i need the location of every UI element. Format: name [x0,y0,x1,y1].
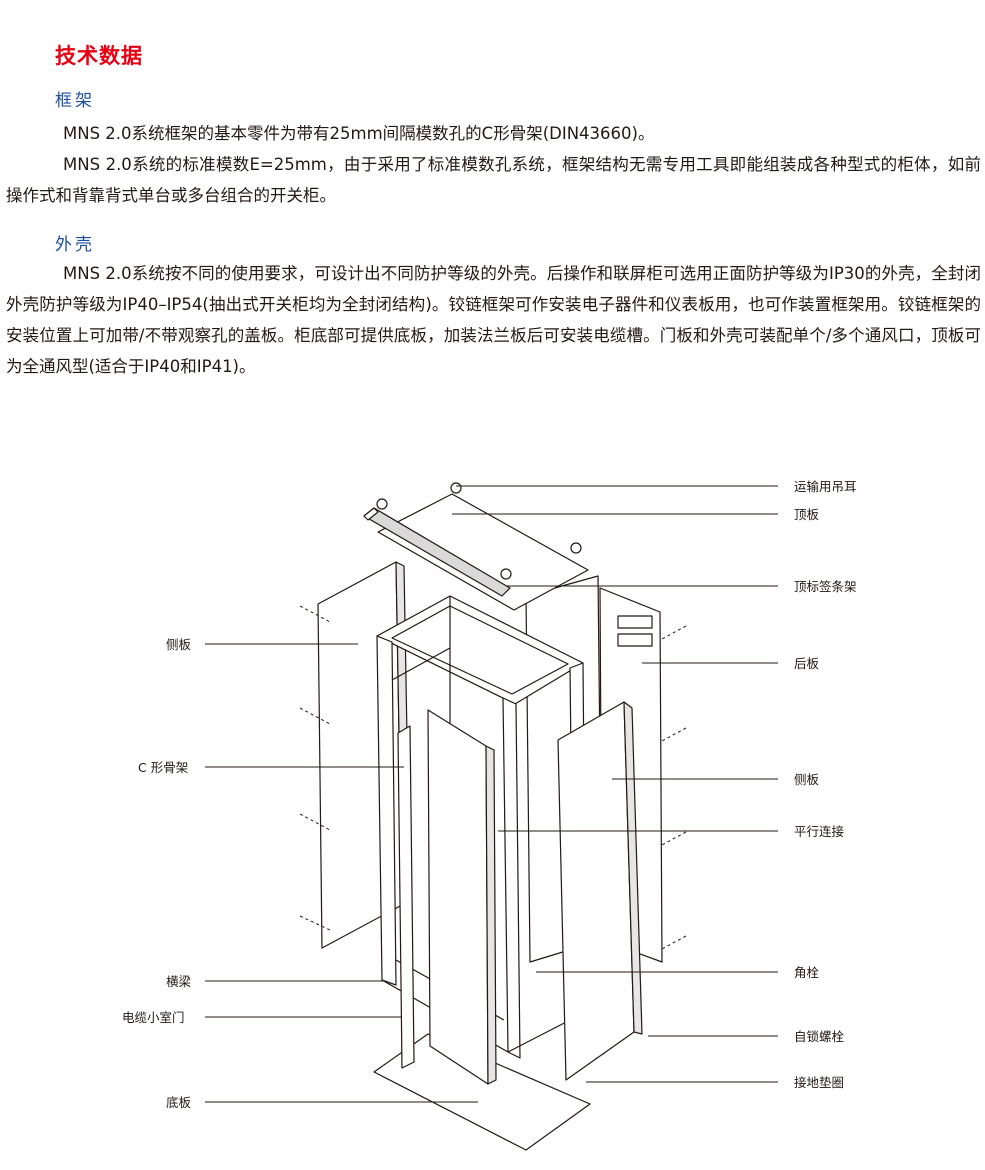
rear-panel-window-2 [617,633,653,647]
side-panel-right [557,701,635,1081]
frame-base-rail-2 [507,1017,575,1053]
lifting-eye-4 [500,568,512,580]
label-lifting-eye: 运输用吊耳 [794,479,857,494]
label-ground-washer: 接地垫圈 [794,1075,844,1090]
frame-top-inner [391,605,569,695]
rear-panel-window [617,615,653,629]
lifting-rail-top [363,507,379,521]
label-rear-panel: 后板 [794,656,820,671]
label-cross-beam: 横梁 [166,974,192,989]
front-panel [427,709,489,1085]
top-plate [377,493,589,611]
lifting-eye-3 [570,542,582,554]
section-heading-enclosure: 外壳 [55,235,95,255]
side-panel-right-edge [623,701,643,1035]
paragraph-frame-1: MNS 2.0系统框架的基本零件为带有25mm间隔模数孔的C形骨架(DIN436… [63,124,655,143]
label-corner-bolt: 角栓 [794,965,820,980]
label-top-label-rail: 顶标签条架 [794,579,857,594]
label-cable-door: 电缆小室门 [122,1010,185,1025]
label-self-locking-bolt: 自锁螺栓 [794,1029,845,1044]
frame-left-front-upright [376,635,397,986]
cable-compartment-door [397,725,415,1069]
frame-right-front-upright [502,697,521,1059]
paragraph-enclosure: MNS 2.0系统按不同的使用要求，可设计出不同防护等级的外壳。后操作和联屏柜可… [6,264,981,376]
label-top-plate: 顶板 [794,507,820,522]
lifting-eye-1 [450,482,462,494]
cabinet-diagram-svg: 侧板 C 形骨架 横梁 电缆小室门 底板 运输用吊耳 顶板 顶标签条架 后板 侧… [122,479,857,1151]
paragraph-frame-2: MNS 2.0系统的标准模数E=25mm，由于采用了标准模数孔系统，框架结构无需… [6,155,981,205]
label-c-frame: C 形骨架 [138,760,188,775]
page-title: 技术数据 [55,44,143,68]
lifting-eye-2 [376,498,388,510]
label-parallel-connection: 平行连接 [794,824,845,839]
frame-mid-rail [391,647,451,681]
front-panel-edge [485,745,497,1085]
label-side-panel-left: 侧板 [166,637,192,652]
label-floor-plate: 底板 [166,1095,192,1110]
section-heading-frame: 框架 [55,91,95,111]
cabinet-exploded-diagram: 侧板 C 形骨架 横梁 电缆小室门 底板 运输用吊耳 顶板 顶标签条架 后板 侧… [0,460,985,1166]
label-side-panel-right: 侧板 [794,772,820,787]
